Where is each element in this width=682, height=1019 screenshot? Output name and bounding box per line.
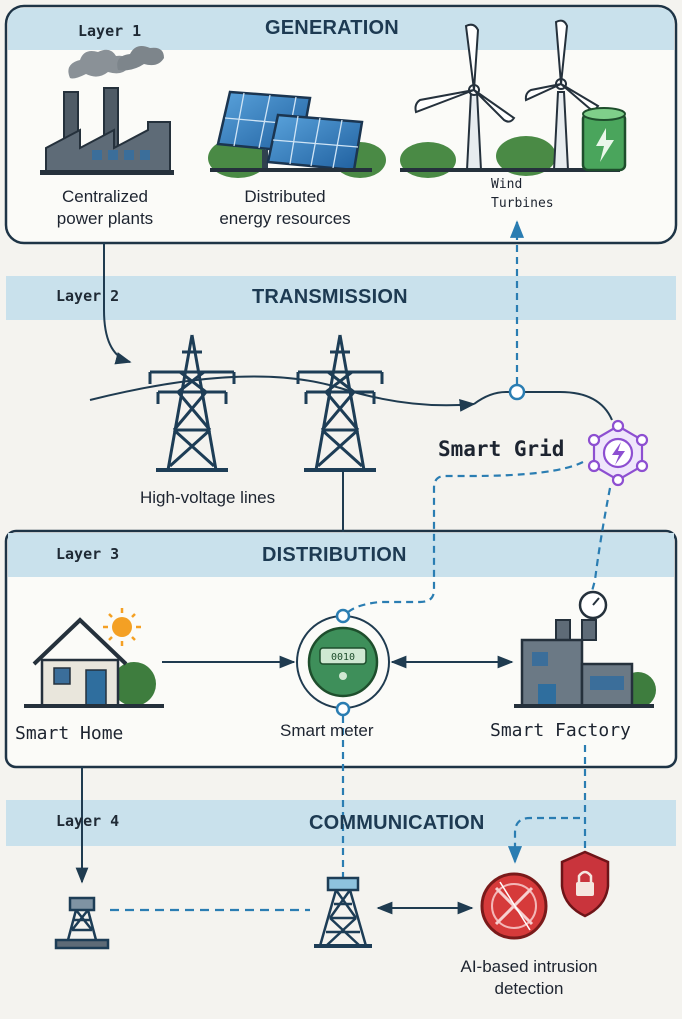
distribution-band	[8, 533, 674, 577]
hub-to-factory-dashed	[584, 487, 612, 609]
centralized-caption-1: Centralized	[62, 187, 148, 206]
transmission-band	[6, 276, 676, 320]
distribution-title: DISTRIBUTION	[262, 544, 407, 566]
smart-meter-caption: Smart meter	[280, 721, 374, 740]
smart-factory-caption: Smart Factory	[490, 720, 631, 741]
gen-to-transmission-line	[103, 243, 132, 365]
intrusion-detection-icon	[480, 872, 548, 940]
wind-caption-2: Turbines	[491, 196, 554, 211]
power-plant-icon	[40, 46, 174, 175]
smart-grid-label: Smart Grid	[438, 437, 565, 461]
hub-to-meter-dashed	[342, 461, 584, 619]
layer-1-label: Layer 1	[78, 22, 142, 40]
wind-turbines-icon	[400, 19, 620, 178]
small-comm-tower-icon	[54, 896, 110, 950]
transmission-tower-right-icon	[296, 334, 384, 472]
smart-factory-icon	[514, 590, 656, 708]
layer-4-label: Layer 4	[56, 812, 120, 830]
shield-to-ids-dashed	[507, 816, 580, 864]
hv-lines-caption: High-voltage lines	[140, 488, 276, 507]
transmission-tower-left-icon	[148, 334, 236, 472]
transmission-title: TRANSMISSION	[252, 286, 408, 308]
communication-title: COMMUNICATION	[309, 812, 485, 834]
wind-caption-1: Wind	[491, 177, 523, 192]
smart-grid-hub-icon	[587, 419, 649, 487]
communication-band	[6, 800, 676, 846]
generation-band	[8, 8, 674, 50]
hv-line	[89, 375, 476, 412]
smart-meter-icon	[296, 608, 390, 717]
comm-tower-icon	[314, 876, 372, 948]
meter-display-text: 0010	[331, 652, 355, 663]
distributed-caption-1: Distributed	[244, 187, 326, 206]
ids-caption-2: detection	[494, 979, 564, 998]
shield-lock-icon	[560, 850, 610, 918]
hv-line-2	[473, 391, 613, 421]
grid-junction-node	[508, 383, 526, 401]
smart-home-icon	[24, 617, 164, 708]
sun-icon	[103, 608, 141, 646]
layer-3-label: Layer 3	[56, 545, 120, 563]
distributed-caption-2: energy resources	[219, 209, 351, 228]
smart-home-caption: Smart Home	[15, 723, 124, 744]
centralized-caption-2: power plants	[56, 209, 154, 228]
solar-panels-icon	[208, 90, 386, 178]
generation-title: GENERATION	[265, 17, 399, 39]
ids-caption-1: AI-based intrusion	[460, 957, 598, 976]
battery-icon	[581, 107, 627, 172]
layer-2-label: Layer 2	[56, 287, 120, 305]
